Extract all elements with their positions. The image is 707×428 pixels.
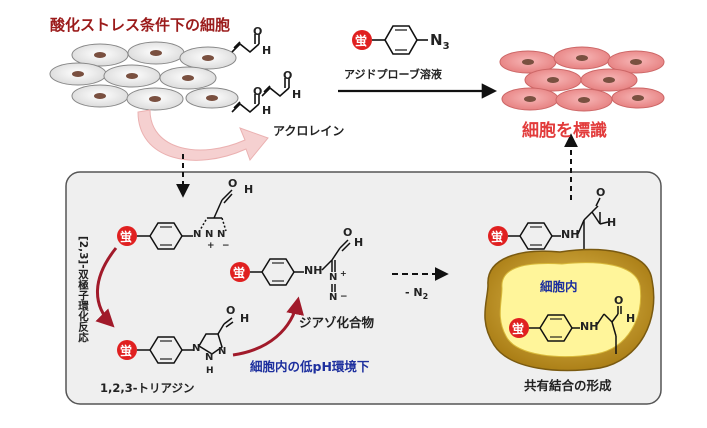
acrolein-1-oxygen: O	[253, 25, 263, 38]
fluorophore-char-top: 蛍	[355, 34, 368, 48]
fluorophore-char-5: 蛍	[512, 322, 525, 336]
triazoline-oxygen: O	[228, 177, 238, 190]
cytoplasm	[499, 262, 642, 358]
acrolein-2-hydrogen: H	[292, 88, 302, 101]
acrolein-release-arrow	[137, 109, 269, 161]
fluorophore-char-2: 蛍	[120, 344, 133, 358]
triazoline-minus: −	[222, 241, 230, 251]
diazo-n-minus: N	[329, 292, 338, 303]
triazoline-hydrogen: H	[244, 183, 254, 196]
triazoline-n2: N	[205, 229, 214, 240]
triazoline-intermediate	[137, 189, 233, 250]
triazine-structure	[137, 317, 234, 364]
triazine-h: H	[206, 366, 214, 376]
acrolein-2-oxygen: O	[283, 69, 293, 82]
azide-probe-label: アジドプローブ溶液	[344, 68, 442, 81]
top-bound-probe	[508, 197, 609, 268]
triazine-n3: N	[218, 346, 227, 357]
fluorophore-char-3: 蛍	[233, 266, 246, 280]
bound-top-hydrogen: H	[607, 216, 617, 229]
fluorophore-badge-4	[488, 226, 508, 246]
bound-inner-oxygen: O	[614, 294, 624, 307]
triazoline-n1: N	[193, 229, 202, 240]
fluorophore-badge-1	[117, 226, 137, 246]
acrolein-molecule-2	[261, 78, 290, 98]
bound-top-nh: NH	[561, 228, 580, 241]
triazine-hydrogen: H	[240, 312, 250, 325]
azide-symbol: N3	[430, 31, 450, 52]
azide-probe-structure	[372, 25, 428, 55]
triazine-oxygen: O	[226, 304, 236, 317]
fluorophore-badge-3	[230, 262, 250, 282]
fluorophore-char-1: 蛍	[120, 230, 133, 244]
cycloaddition-arrow	[95, 247, 118, 328]
bound-top-oxygen: O	[596, 186, 606, 199]
triazoline-n3: N	[217, 229, 226, 240]
fluorophore-badge-top	[352, 30, 372, 50]
fluorophore-badge-2	[117, 340, 137, 360]
diazo-minus: −	[340, 292, 348, 302]
stressed-cells-title: 酸化ストレス条件下の細胞	[50, 16, 231, 34]
fluorophore-badge-5	[509, 318, 529, 338]
bound-inner-nh: NH	[580, 320, 599, 333]
low-ph-arrow	[232, 296, 304, 357]
diazo-plus: +	[340, 269, 347, 278]
acrolein-1-hydrogen: H	[262, 44, 272, 57]
diazo-structure	[250, 239, 351, 292]
acrolein-molecule-3	[231, 94, 260, 114]
intracellular-label: 細胞内	[540, 279, 578, 294]
acrolein-3-oxygen: O	[253, 85, 263, 98]
acrolein-label: アクロレイン	[273, 124, 345, 138]
triazine-n2: N	[205, 352, 214, 363]
diazo-hydrogen: H	[354, 236, 364, 249]
triazine-label: 1,2,3-トリアジン	[100, 381, 195, 395]
acrolein-molecule-1	[231, 34, 260, 54]
stressed-cell-cluster	[49, 41, 239, 111]
labeled-cell-cluster	[499, 46, 665, 112]
cell-labeling-label: 細胞を標識	[522, 121, 607, 141]
low-ph-label: 細胞内の低pH環境下	[250, 359, 370, 374]
diazo-label: ジアゾ化合物	[299, 315, 375, 330]
acrolein-3-hydrogen: H	[262, 104, 272, 117]
inner-bound-probe	[529, 306, 622, 354]
triazoline-plus: +	[207, 241, 215, 251]
diazo-oxygen: O	[343, 226, 353, 239]
covalent-bond-label: 共有結合の形成	[524, 378, 612, 393]
cycloaddition-label: [2,3]-双極子環化反応	[77, 236, 89, 343]
fluorophore-char-4: 蛍	[491, 230, 504, 244]
n2-loss-label: - N2	[405, 286, 429, 302]
bound-inner-hydrogen: H	[626, 312, 636, 325]
triazine-n1: N	[192, 343, 201, 354]
diazo-nh: NH	[304, 264, 323, 277]
diazo-n-plus: N	[329, 272, 338, 283]
